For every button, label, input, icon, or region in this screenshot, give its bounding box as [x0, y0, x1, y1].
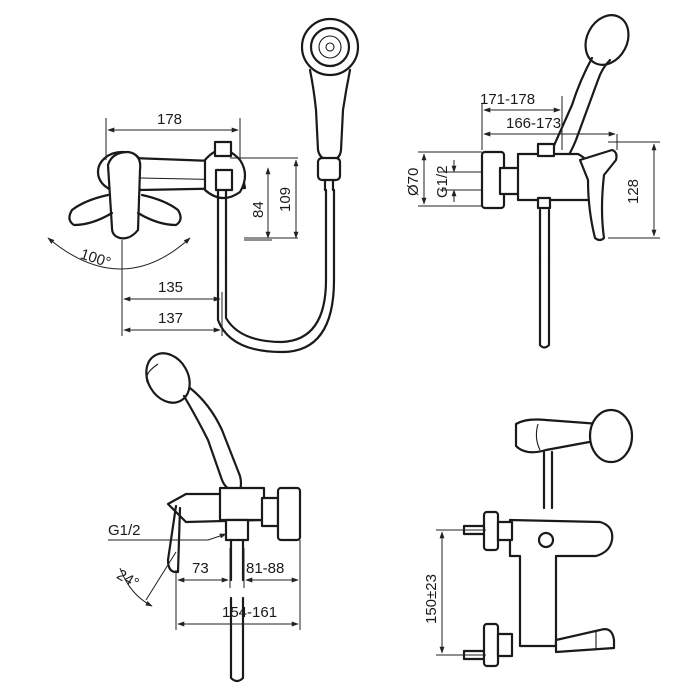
mixer-body-spout	[166, 486, 302, 683]
dim-angle-24: 24°	[114, 566, 142, 592]
dim-depth-73: 73	[192, 560, 209, 577]
dim-height-109: 109	[277, 187, 294, 212]
mixer-body-side	[480, 142, 597, 349]
dim-height-128: 128	[625, 179, 642, 204]
dim-range-154-161: 154-161	[222, 604, 277, 621]
dim-angle-100: 100°	[78, 246, 113, 272]
view-top-right: 171-178 166-173 Ø70 G1/2 128	[405, 14, 660, 349]
mixer-lever-front	[106, 150, 142, 240]
dim-width-178: 178	[157, 111, 182, 128]
dim-offset-135: 135	[158, 279, 183, 296]
angle-arc-24	[145, 551, 177, 601]
dim-centers-150: 150±23	[423, 574, 440, 624]
dim-diameter-70: Ø70	[405, 168, 422, 196]
hand-shower-front	[514, 408, 634, 510]
shower-hose	[216, 188, 336, 354]
dim-range-171-178: 171-178	[480, 91, 535, 108]
angle-arc-100	[47, 237, 191, 270]
view-top-left: 100° 178 84 109 135 137	[47, 17, 360, 354]
hand-shower-side-2	[145, 352, 243, 492]
mixer-lever-side	[578, 148, 618, 242]
view-bottom-left: G1/2 24° 73 81-88 154-161	[108, 352, 302, 683]
dim-offset-137: 137	[158, 310, 183, 327]
dim-thread-g12-spout: G1/2	[108, 522, 141, 539]
dim-height-84: 84	[250, 201, 267, 218]
mixer-body-front	[462, 510, 616, 668]
hand-shower-side	[549, 14, 630, 162]
view-bottom-right: 150±23	[423, 408, 634, 668]
dim-range-166-173: 166-173	[506, 115, 561, 132]
shower-holder	[316, 156, 342, 192]
hand-shower-head	[300, 17, 360, 162]
lever-position-right	[136, 193, 182, 227]
lever-position-left	[68, 193, 114, 227]
dim-thread-g12: G1/2	[434, 165, 451, 198]
dim-range-81-88: 81-88	[246, 560, 284, 577]
